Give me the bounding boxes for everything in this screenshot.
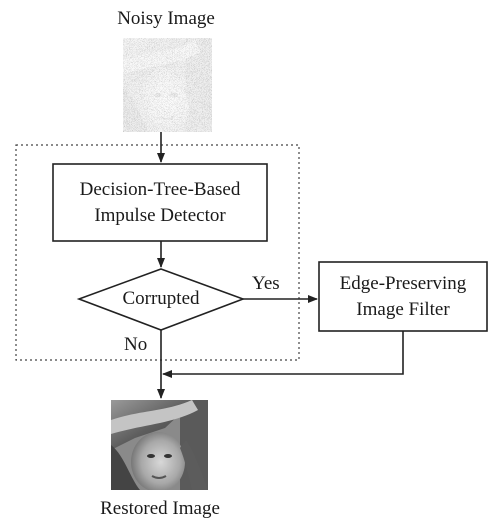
- decision-label: Corrupted: [122, 288, 200, 309]
- impulse-detector-box: [52, 163, 268, 242]
- filter-label-line1: Edge-Preserving: [339, 272, 467, 294]
- no-label: No: [124, 334, 148, 355]
- detector-label-line2: Impulse Detector: [94, 204, 226, 226]
- arrow-filter-to-merge: [162, 331, 404, 378]
- noisy-image-thumbnail: [123, 38, 212, 132]
- detector-label-line1: Decision-Tree-Based: [79, 178, 241, 200]
- yes-label: Yes: [252, 273, 280, 294]
- restored-image-thumbnail: [111, 400, 208, 490]
- restored-image-label: Restored Image: [100, 498, 220, 519]
- filter-label-line2: Image Filter: [356, 298, 450, 320]
- impulse-detector-text: Decision-Tree-Based Impulse Detector: [53, 166, 267, 239]
- noisy-image-label: Noisy Image: [117, 8, 215, 29]
- system-boundary: [15, 144, 300, 361]
- edge-preserving-filter-text: Edge-Preserving Image Filter: [319, 264, 487, 329]
